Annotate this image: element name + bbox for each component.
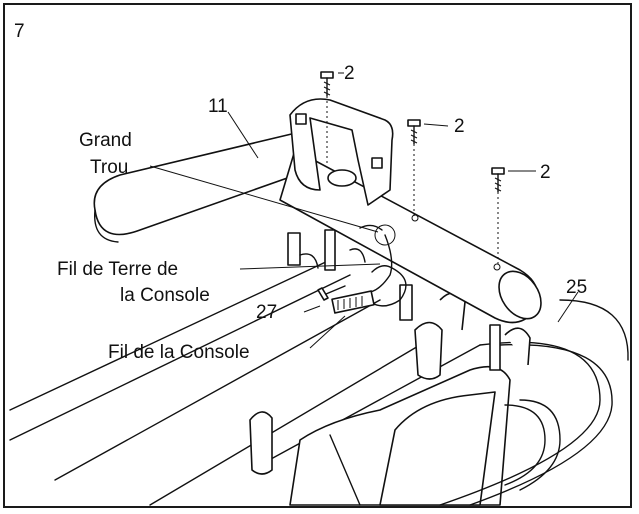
label-large-hole-line1: Grand [79, 130, 132, 151]
callout-screw-top: 2 [344, 63, 355, 84]
callout-screw-mid: 2 [454, 116, 465, 137]
label-large-hole-line2: Trou [90, 157, 128, 178]
screw-top-icon [320, 71, 334, 165]
base-frame [9, 259, 629, 506]
label-ground-wire-line1: Fil de Terre de [57, 259, 178, 280]
console-wire [331, 224, 407, 314]
callout-frame: 25 [566, 277, 587, 298]
label-console-wire: Fil de la Console [108, 342, 250, 363]
callout-console-screw: 27 [256, 302, 277, 323]
callout-screw-right: 2 [540, 162, 551, 183]
step-number: 7 [14, 21, 25, 42]
screw-right-icon [491, 167, 505, 264]
screw-mid-icon [407, 119, 421, 216]
leader-lines [149, 72, 579, 349]
diagram-frame [3, 3, 632, 508]
console-tube [279, 149, 542, 324]
label-ground-wire-line2: la Console [120, 285, 210, 306]
callout-handlebar: 11 [208, 96, 228, 117]
frame-posts [249, 229, 531, 475]
console-bracket [289, 98, 394, 206]
console-screw-icon [317, 285, 346, 301]
